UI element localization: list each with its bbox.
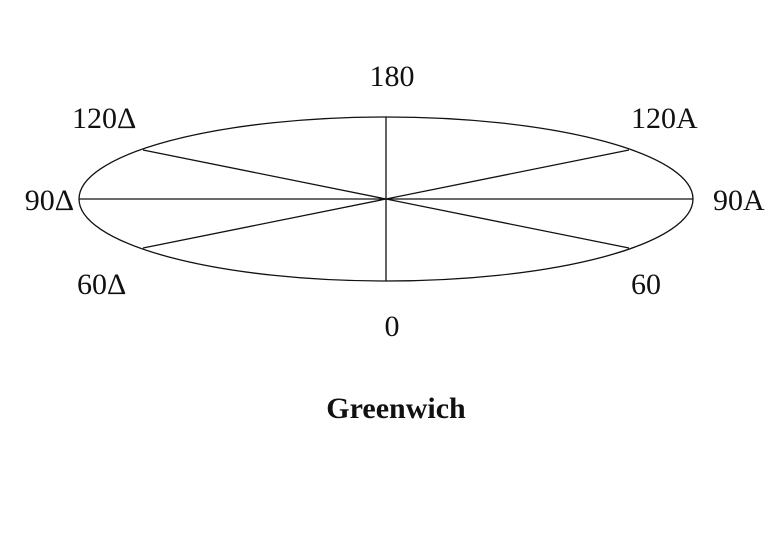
label-60: 60 [631, 268, 661, 301]
caption-greenwich: Greenwich [326, 392, 466, 425]
label-60-delta: 60Δ [77, 268, 126, 301]
label-120-a: 120A [631, 102, 698, 135]
label-0: 0 [385, 310, 400, 343]
label-90-delta: 90Δ [25, 184, 74, 217]
label-90-a: 90A [713, 184, 765, 217]
label-120-delta: 120Δ [72, 102, 136, 135]
axis-120a-60d [142, 149, 630, 249]
label-180: 180 [370, 60, 415, 93]
